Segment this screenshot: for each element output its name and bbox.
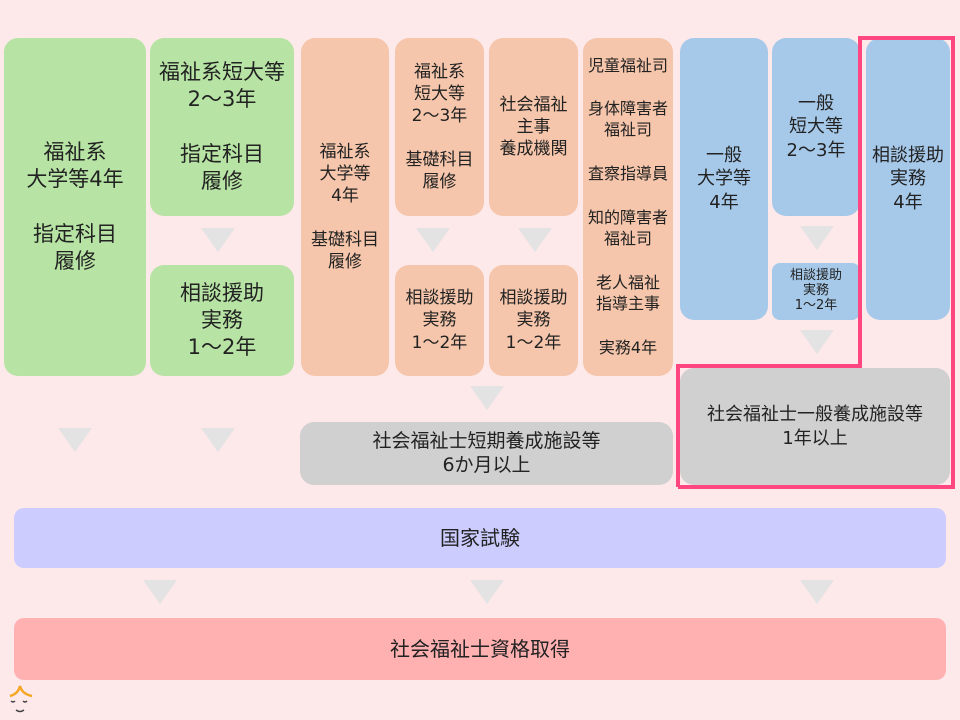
arrow-down-icon (518, 228, 552, 252)
shuji-practice-box: 相談援助 実務 1～2年 (489, 265, 578, 376)
green-practice-box: 相談援助 実務 1～2年 (150, 265, 294, 376)
roles-box: 児童福祉司 身体障害者 福祉司 査察指導員 知的障害者 福祉司 老人福祉 指導主… (583, 38, 673, 376)
short-course-box: 社会福祉士短期養成施設等 6か月以上 (300, 422, 673, 485)
role-item: 査察指導員 (587, 164, 668, 184)
general-junior-box: 一般 短大等 2～3年 (772, 38, 860, 216)
qualification-box: 社会福祉士資格取得 (14, 618, 946, 680)
arrow-down-icon (201, 428, 235, 452)
general-course-box: 社会福祉士一般養成施設等 1年以上 (680, 368, 950, 485)
role-item: 知的障害者 福祉司 (587, 208, 668, 248)
role-item: 実務4年 (598, 337, 658, 357)
welfare-junior-basic-box: 福祉系 短大等 2～3年 基礎科目 履修 (395, 38, 484, 216)
welfare-junior-college-box: 福祉系短大等 2～3年 指定科目 履修 (150, 38, 294, 216)
arrow-down-icon (416, 228, 450, 252)
arrow-down-icon (143, 580, 177, 604)
orange-junior-practice-box: 相談援助 実務 1～2年 (395, 265, 484, 376)
arrow-down-icon (58, 428, 92, 452)
arrow-down-icon (201, 228, 235, 252)
blue-junior-practice-box: 相談援助 実務 1～2年 (772, 263, 860, 320)
role-item: 身体障害者 福祉司 (587, 99, 668, 140)
arrow-down-icon (470, 580, 504, 604)
mascot-face-icon (9, 685, 33, 713)
welfare-university-box: 福祉系 大学等4年 指定科目 履修 (4, 38, 146, 376)
national-exam-box: 国家試験 (14, 508, 946, 568)
arrow-down-icon (800, 580, 834, 604)
arrow-down-icon (470, 386, 504, 410)
arrow-down-icon (800, 226, 834, 250)
role-item: 老人福祉 指導主事 (595, 272, 660, 313)
general-university-box: 一般 大学等 4年 (680, 38, 768, 320)
arrow-down-icon (800, 330, 834, 354)
role-item: 児童福祉司 (587, 55, 668, 75)
welfare-university-basic-box: 福祉系 大学等 4年 基礎科目 履修 (301, 38, 389, 376)
shuji-training-box: 社会福祉 主事 養成機関 (489, 38, 578, 216)
blue-practice-box: 相談援助 実務 4年 (866, 38, 950, 320)
